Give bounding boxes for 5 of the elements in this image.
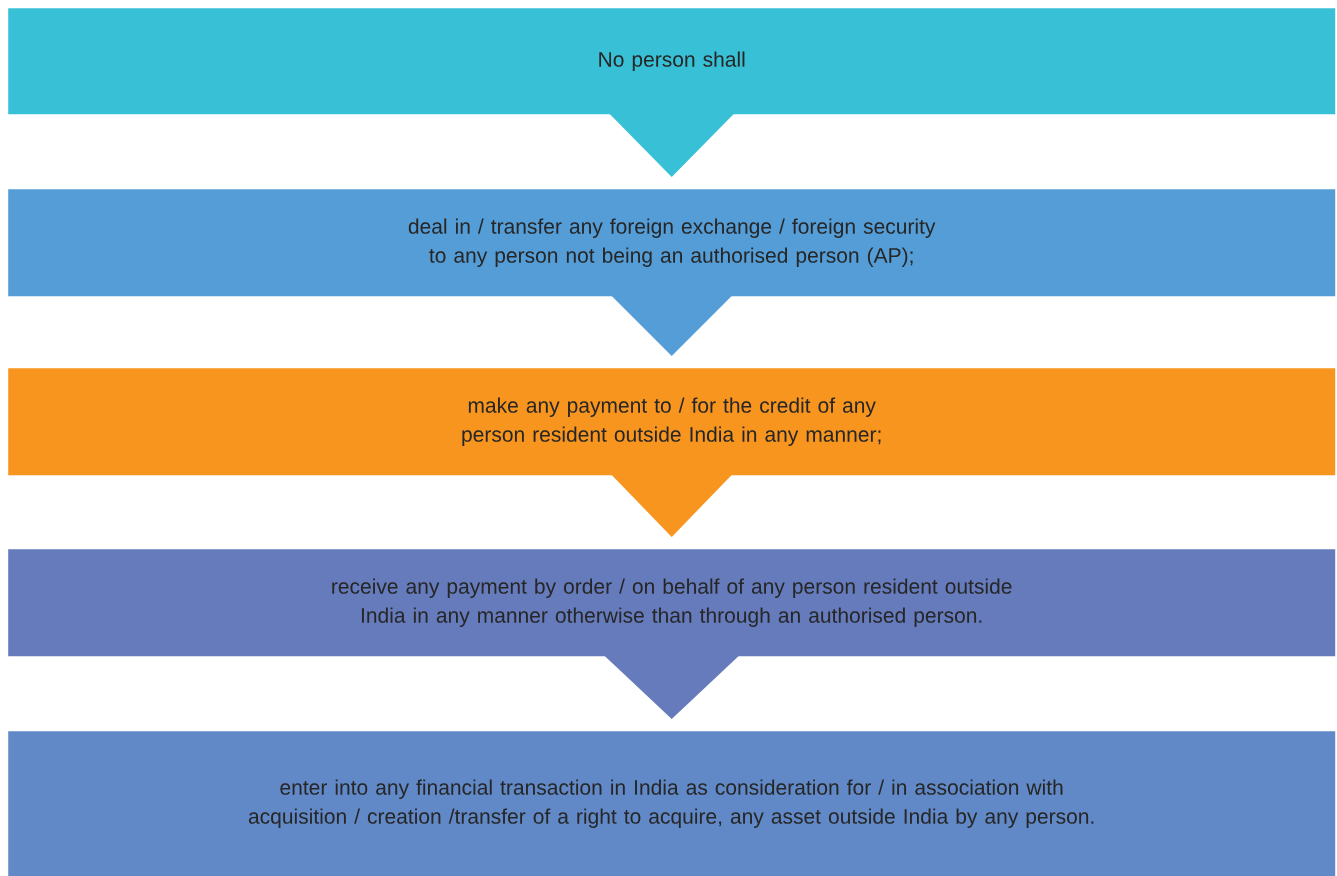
chevron-arrow — [604, 655, 739, 719]
step-band: enter into any financial transaction in India as consideration for / in association with acquisition / creation /transfer of a right to acquire, any asset outside India by any person. — [8, 731, 1336, 876]
chevron-arrow — [611, 295, 732, 356]
chevron-arrow — [611, 474, 732, 537]
chevron-arrow — [609, 113, 734, 177]
